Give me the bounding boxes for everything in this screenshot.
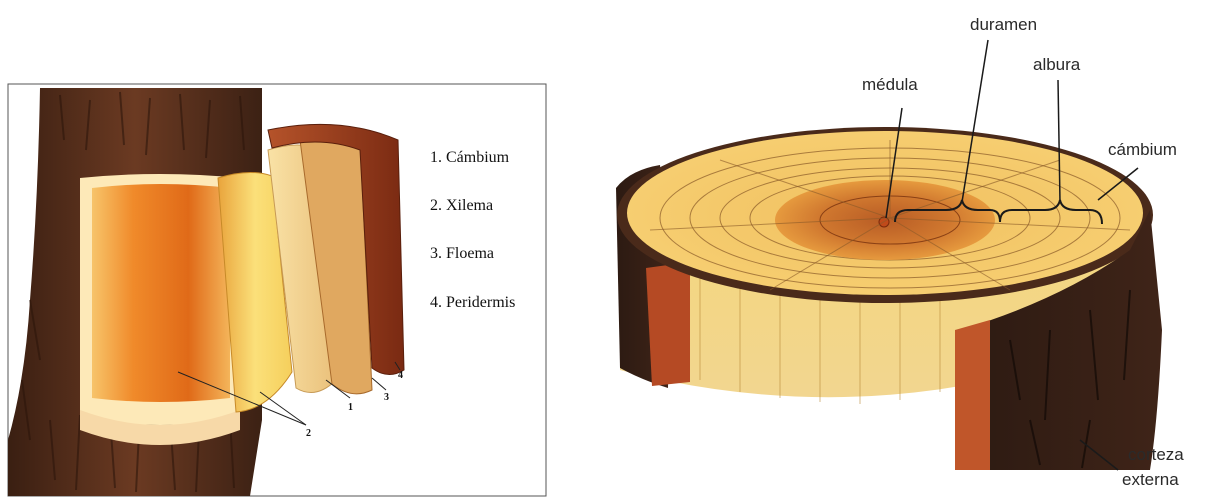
label-duramen: duramen — [970, 15, 1037, 34]
callout-3: 3 — [384, 392, 389, 403]
trunk-layers-illustration: 2 1 3 4 1. Cámbium 2. Xilema 3. Floema 4… — [0, 0, 600, 497]
label-corteza-line1: corteza — [1128, 445, 1184, 464]
heartwood-core — [92, 184, 230, 402]
legend-floema: 3. Floema — [430, 245, 494, 262]
label-cambium: cámbium — [1108, 140, 1177, 159]
legend-cambium: 1. Cámbium — [430, 149, 510, 166]
cross-section-figure: duramen médula albura cámbium corteza ex… — [590, 0, 1214, 497]
label-corteza-line2: externa — [1122, 470, 1179, 489]
label-albura: albura — [1033, 55, 1081, 74]
trunk-layers-figure: 2 1 3 4 1. Cámbium 2. Xilema 3. Floema 4… — [0, 0, 600, 497]
callout-1: 1 — [348, 402, 353, 413]
label-medula: médula — [862, 75, 918, 94]
bark-cut-left — [646, 262, 690, 386]
legend-xilema: 2. Xilema — [430, 197, 493, 214]
cross-section-illustration: duramen médula albura cámbium corteza ex… — [590, 0, 1214, 497]
bark-cut-right — [955, 320, 990, 470]
callout-4: 4 — [398, 370, 403, 381]
legend-peridermis: 4. Peridermis — [430, 294, 515, 311]
callout-2: 2 — [306, 428, 311, 439]
